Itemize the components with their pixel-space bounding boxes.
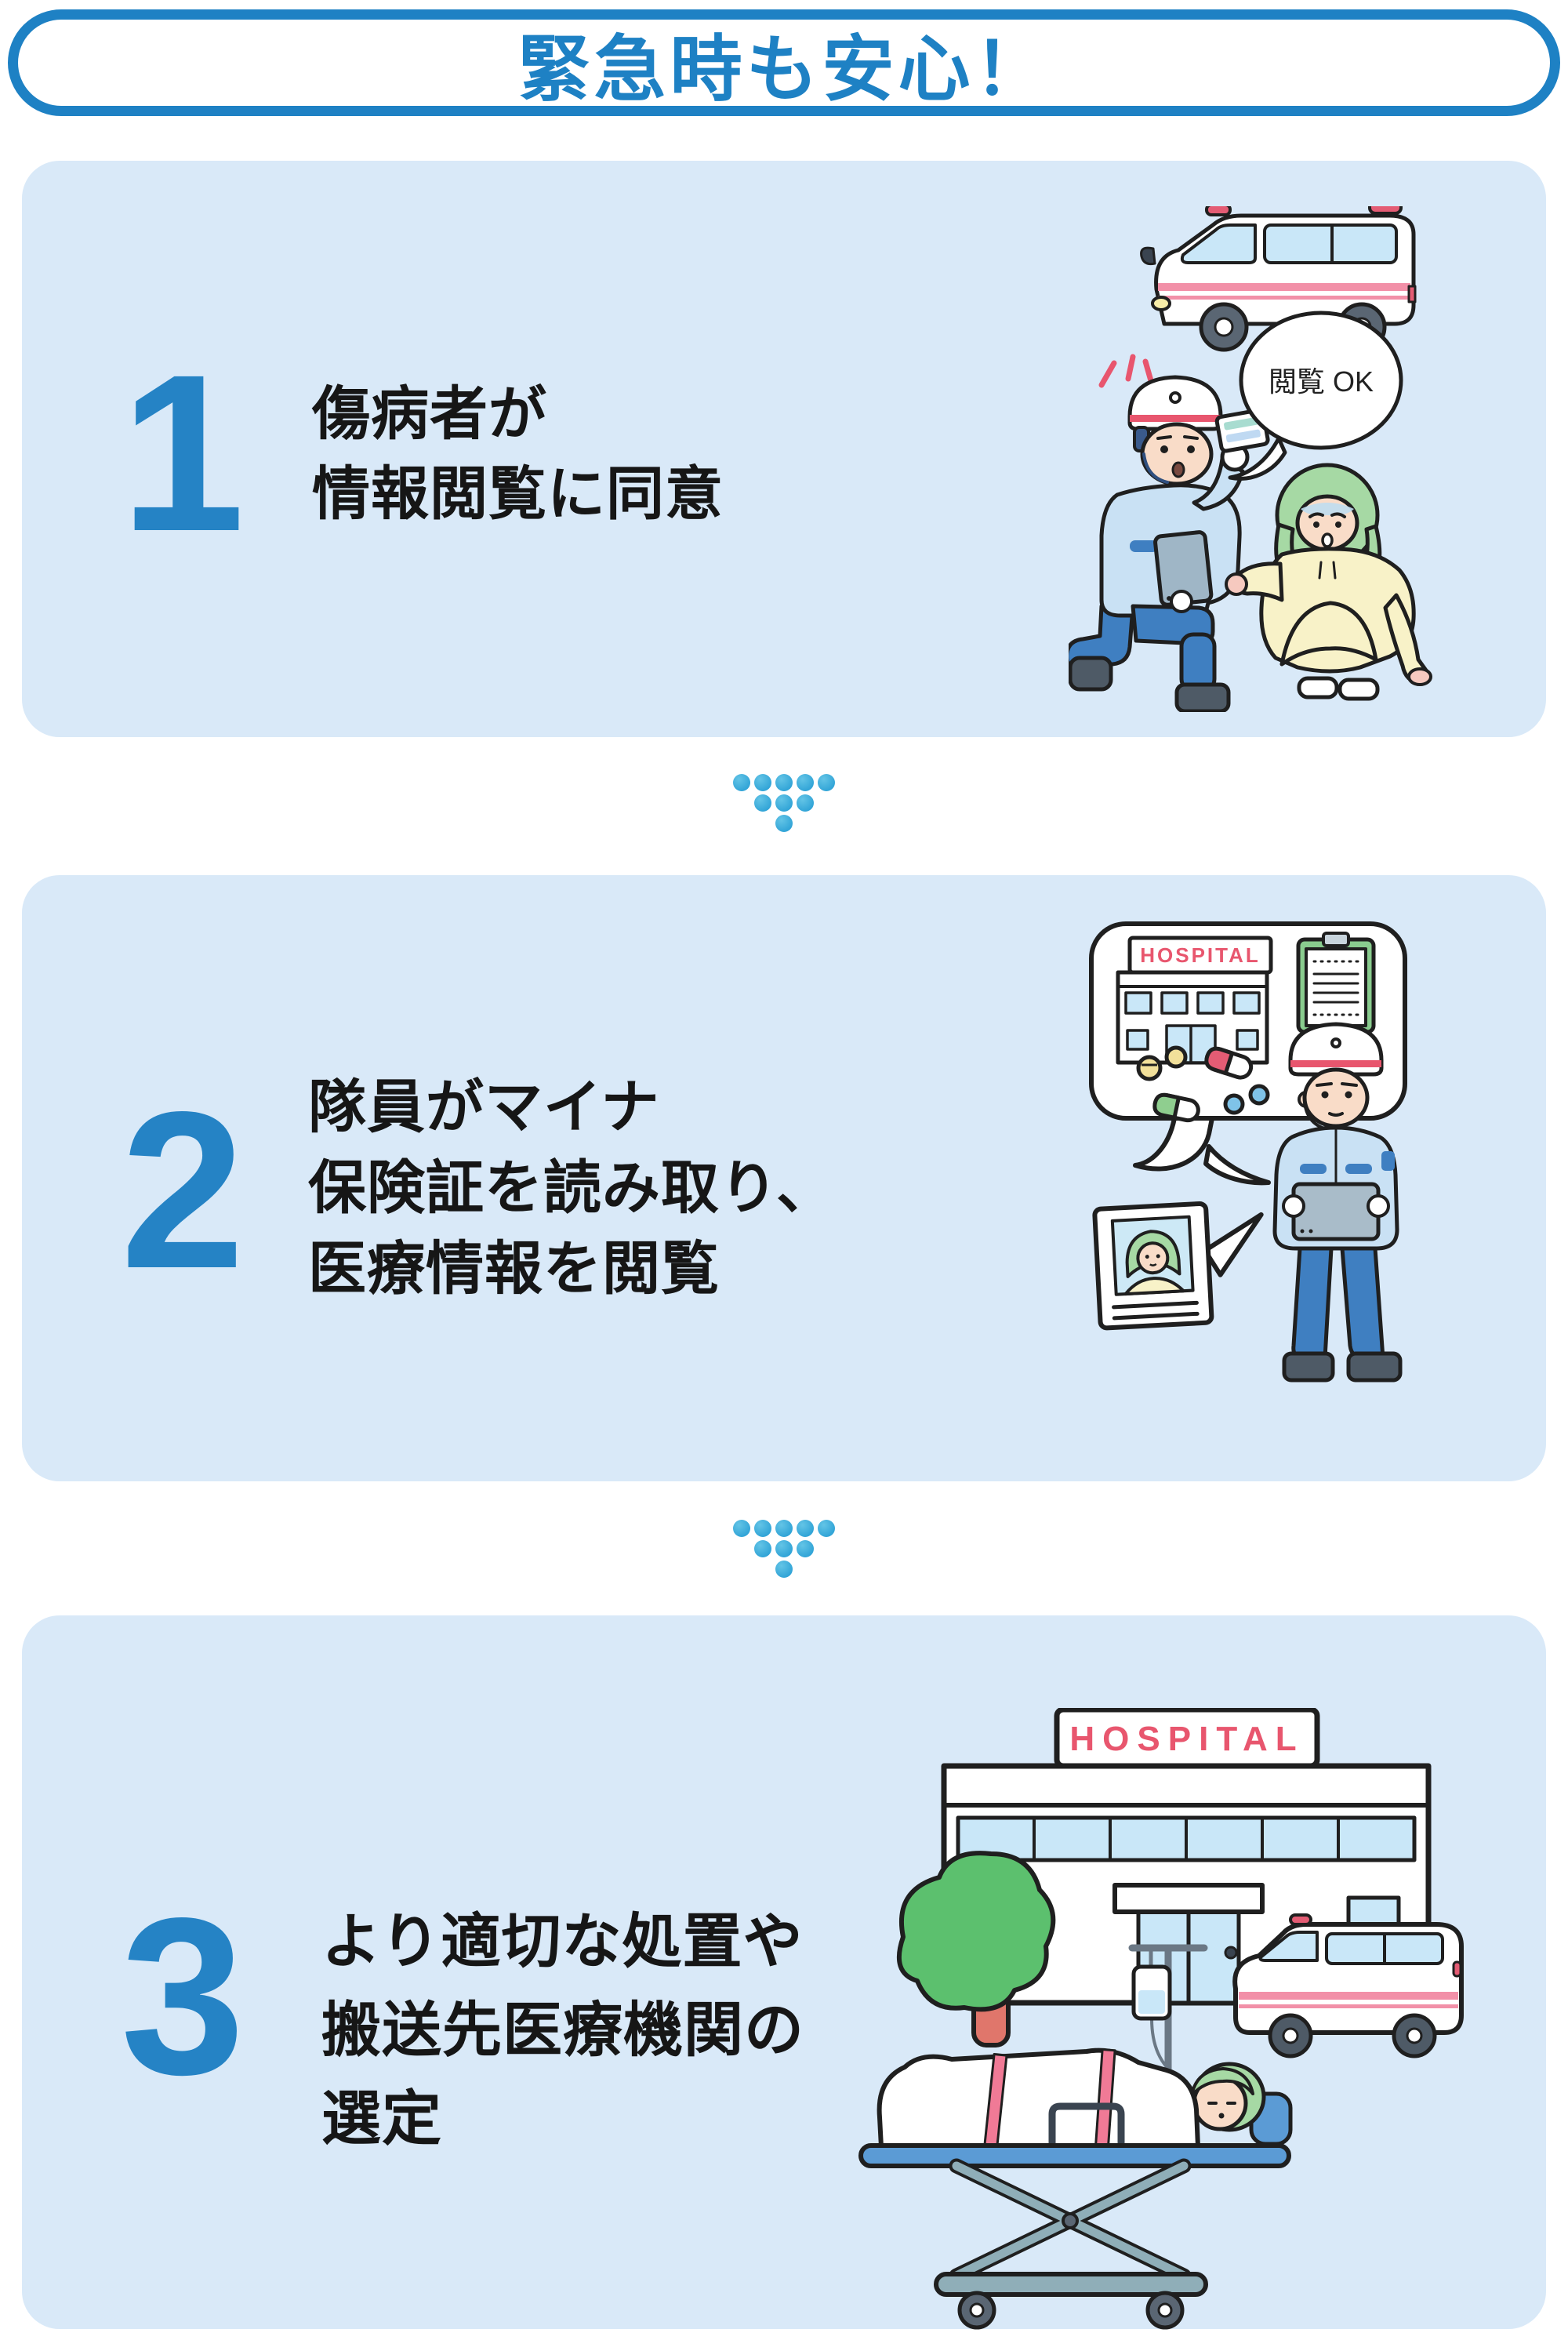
- step-2-line-1: 隊員がマイナ: [308, 1074, 660, 1139]
- step-1-line-1: 傷病者が: [312, 381, 547, 446]
- down-arrow-dots-icon: [733, 774, 835, 832]
- step-2-card: 2 隊員がマイナ 保険証を読み取り、 医療情報を閲覧 HOSPITAL: [22, 875, 1546, 1481]
- step-2-number: 2: [120, 1066, 245, 1315]
- paramedic-figure: [1069, 375, 1270, 712]
- patient-figure: [1225, 463, 1432, 701]
- step-3-text: より適切な処置や 搬送先医療機関の 選定: [321, 1898, 804, 2164]
- hospital-sign-text: HOSPITAL: [1069, 1720, 1304, 1758]
- insurance-card-icon: [1092, 1201, 1264, 1331]
- iv-drip-icon: [1128, 1944, 1208, 2147]
- step-3-card: 3 より適切な処置や 搬送先医療機関の 選定 HOSPITAL: [22, 1615, 1546, 2330]
- down-arrow-dots-icon: [733, 1520, 835, 1578]
- speech-bubble-text: 閲覧 OK: [1269, 365, 1374, 398]
- patient-on-stretcher-figure: [1190, 2062, 1266, 2132]
- step-3-line-2: 搬送先医療機関の: [321, 1997, 804, 2064]
- step-1-number: 1: [120, 329, 245, 578]
- step-1-line-2: 情報閲覧に同意: [312, 461, 724, 526]
- speech-bubble: 閲覧 OK: [1228, 311, 1403, 481]
- hospital-icon: HOSPITAL: [1116, 936, 1273, 1065]
- step-1-card: 1 傷病者が 情報閲覧に同意: [22, 161, 1546, 737]
- hospital-sign-text: HOSPITAL: [1140, 943, 1261, 967]
- alert-marks-icon: [1098, 354, 1155, 388]
- step-2-line-2: 保険証を読み取り、: [308, 1155, 836, 1220]
- tree-icon: [896, 1851, 1056, 2048]
- clipboard-icon: [1296, 932, 1376, 1034]
- pills-icon: [1136, 1045, 1270, 1123]
- step-1-text: 傷病者が 情報閲覧に同意: [312, 374, 724, 534]
- step-3-line-1: より適切な処置や: [321, 1909, 804, 1975]
- consent-scene-illustration: 閲覧 OK: [1069, 206, 1432, 712]
- step-3-line-3: 選定: [321, 2086, 442, 2153]
- hospital-arrival-scene-illustration: HOSPITAL: [858, 1708, 1464, 2330]
- ambulance-icon: [1224, 1913, 1464, 2058]
- step-2-line-3: 医療情報を閲覧: [308, 1236, 720, 1301]
- step-3-number: 3: [120, 1872, 245, 2121]
- stretcher-icon: [858, 2048, 1293, 2330]
- step-2-text: 隊員がマイナ 保険証を読み取り、 医療情報を閲覧: [308, 1066, 835, 1309]
- header-banner: 緊急時も安心！: [8, 9, 1560, 116]
- tablet-icon: [1291, 1182, 1381, 1241]
- paramedic-figure: [1272, 1022, 1403, 1383]
- page-title: 緊急時も安心！: [517, 29, 1051, 110]
- card-reading-scene-illustration: HOSPITAL: [1089, 921, 1407, 1383]
